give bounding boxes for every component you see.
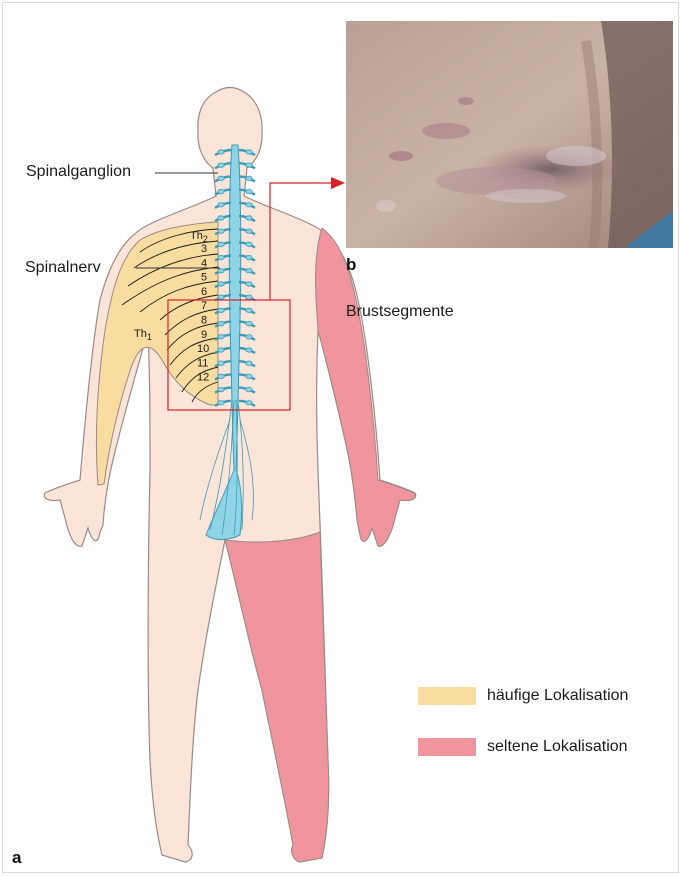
ganglion: [246, 374, 252, 378]
skin-lesion-photo: [346, 21, 673, 248]
segment-number-6: 6: [201, 286, 207, 298]
ganglion: [218, 163, 224, 167]
ganglion: [246, 295, 252, 299]
ganglion: [218, 269, 224, 273]
ganglion: [246, 348, 252, 352]
connector-arrowhead: [331, 177, 345, 189]
ganglion: [246, 176, 252, 180]
ganglion: [218, 335, 224, 339]
ganglion: [218, 387, 224, 391]
ganglion: [218, 150, 224, 154]
ganglion: [246, 255, 252, 259]
ganglion: [246, 387, 252, 391]
ganglion: [246, 216, 252, 220]
spinal-ganglion-label: Spinalganglion: [26, 164, 131, 180]
rare-zone-arm: [316, 228, 416, 546]
thoracic-segments-label: Brustsegmente: [346, 304, 454, 320]
ganglion: [246, 242, 252, 246]
ganglion: [246, 401, 252, 405]
segment-number-11: 11: [197, 357, 208, 369]
ganglion: [246, 269, 252, 273]
panel-letter-b: b: [346, 256, 356, 273]
ganglion: [218, 282, 224, 286]
ganglion: [218, 374, 224, 378]
ganglion: [218, 321, 224, 325]
ganglion: [218, 229, 224, 233]
segment-number-5: 5: [201, 272, 207, 284]
ganglion: [218, 216, 224, 220]
ganglion: [246, 189, 252, 193]
ganglion: [246, 229, 252, 233]
legend-label-frequent: häufige Lokalisation: [487, 687, 628, 705]
ganglion: [218, 401, 224, 405]
ganglion: [218, 308, 224, 312]
segment-number-7: 7: [201, 300, 207, 312]
segment-number-4: 4: [201, 257, 207, 269]
ganglion: [218, 348, 224, 352]
ganglion: [246, 361, 252, 365]
ganglion: [246, 163, 252, 167]
ganglion: [218, 295, 224, 299]
ganglion: [218, 203, 224, 207]
ganglion: [218, 242, 224, 246]
ganglion: [246, 321, 252, 325]
rare-zone-leg: [225, 532, 329, 862]
ganglion: [246, 308, 252, 312]
ganglion: [218, 189, 224, 193]
ganglion: [218, 255, 224, 259]
ganglion: [246, 282, 252, 286]
legend-swatch-rare: [418, 738, 476, 756]
legend-swatch-frequent: [418, 687, 476, 705]
segment-number-12: 12: [197, 372, 209, 384]
segment-number-8: 8: [201, 315, 207, 327]
panel-letter-a: a: [12, 849, 21, 866]
spinal-nerve-label: Spinalnerv: [25, 260, 101, 276]
segment-number-10: 10: [197, 343, 209, 355]
ganglion: [246, 150, 252, 154]
ganglion: [218, 176, 224, 180]
segment-number-3: 3: [201, 243, 207, 255]
segment-number-9: 9: [201, 329, 207, 341]
ganglion: [246, 203, 252, 207]
ganglion: [246, 335, 252, 339]
ganglion: [218, 361, 224, 365]
legend-label-rare: seltene Lokalisation: [487, 738, 628, 756]
